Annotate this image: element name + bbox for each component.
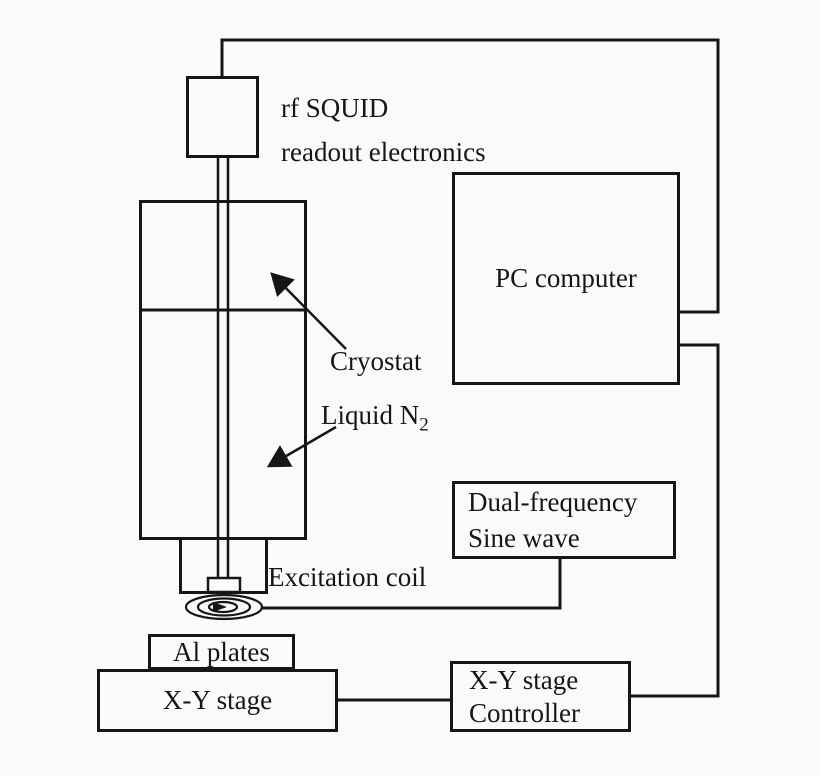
dual-frequency-label-line1: Dual-frequency <box>468 487 638 517</box>
rf-squid-readout-label: rf SQUID readout electronics <box>281 86 486 174</box>
al-plates-label: Al plates <box>173 636 270 667</box>
controller-label-line1: X-Y stage <box>469 664 579 695</box>
dual-frequency-box: Dual-frequency Sine wave <box>452 481 676 559</box>
excitation-coil-symbol <box>184 593 264 621</box>
controller-label-line2: Controller <box>469 697 580 728</box>
dual-frequency-label-line2: Sine wave <box>468 523 580 553</box>
xy-stage-box: X-Y stage <box>97 669 338 732</box>
cryostat-neck-box <box>179 540 268 594</box>
liquid-n2-label: Liquid N2 <box>321 398 429 442</box>
excitation-coil-label: Excitation coil <box>268 562 427 592</box>
rf-squid-readout-label-line2: readout electronics <box>281 137 486 167</box>
coil-direction-arrow <box>213 602 227 612</box>
xy-stage-label: X-Y stage <box>162 685 273 715</box>
cryostat-label: Cryostat <box>330 346 422 376</box>
rf-squid-readout-box <box>186 76 259 158</box>
al-plates-box: Al plates <box>148 634 295 670</box>
liquid-n2-label-subscript: 2 <box>419 414 429 436</box>
pc-computer-box: PC computer <box>452 172 680 385</box>
cryostat-box <box>139 200 307 540</box>
liquid-n2-label-text: Liquid N <box>321 400 420 430</box>
xy-stage-controller-box: X-Y stage Controller <box>450 661 631 732</box>
rf-squid-readout-label-line1: rf SQUID <box>281 93 389 123</box>
pc-computer-label: PC computer <box>495 263 637 293</box>
